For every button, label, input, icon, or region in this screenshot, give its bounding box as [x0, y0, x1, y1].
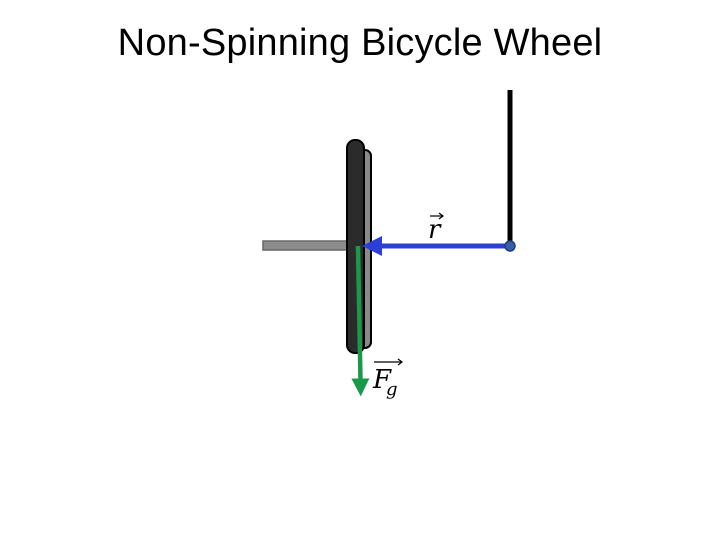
slide-title: Non-Spinning Bicycle Wheel: [117, 22, 603, 64]
r-vector-label: r: [428, 212, 444, 245]
fg-overarrow-head: [397, 358, 403, 366]
r-label-text: r: [428, 215, 442, 245]
pivot-point: [504, 240, 516, 252]
gravity-force-arrow: [351, 245, 370, 397]
fg-label-subscript: g: [386, 379, 398, 400]
r-overarrow-head: [438, 212, 444, 220]
fg-label-text: F: [372, 365, 392, 395]
gravity-force-label: F g: [372, 358, 403, 400]
axle: [262, 240, 360, 251]
